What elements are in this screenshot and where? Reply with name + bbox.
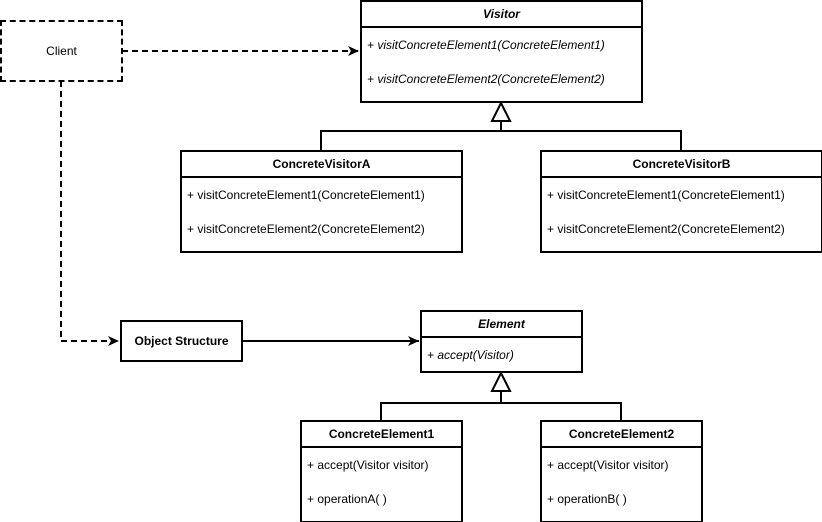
edge-concrete-element-2-to-element	[501, 402, 622, 421]
concrete-element-2-method: + accept(Visitor visitor)	[547, 458, 669, 472]
client-label: Client	[46, 44, 77, 58]
visitor-class-name: Visitor	[362, 2, 641, 28]
concrete-visitor-b-class-name: ConcreteVisitorB	[542, 152, 821, 178]
concrete-element-1-class-name: ConcreteElement1	[302, 422, 461, 448]
element-class[interactable]: Element + accept(Visitor)	[420, 310, 583, 373]
inheritance-triangle-element	[490, 370, 512, 392]
edge-concrete-visitor-b-to-visitor	[501, 130, 682, 151]
element-method: + accept(Visitor)	[427, 348, 514, 362]
concrete-element-1-method: + operationA( )	[307, 492, 387, 506]
inheritance-triangle-visitor	[490, 100, 512, 122]
visitor-method: + visitConcreteElement1(ConcreteElement1…	[367, 38, 605, 52]
object-structure-node[interactable]: Object Structure	[120, 320, 243, 362]
client-node[interactable]: Client	[0, 20, 123, 82]
concrete-element-2-class[interactable]: ConcreteElement2 + accept(Visitor visito…	[540, 420, 703, 522]
edge-concrete-visitor-a-to-visitor	[320, 121, 502, 151]
concrete-visitor-b-class[interactable]: ConcreteVisitorB + visitConcreteElement1…	[540, 150, 822, 253]
edge-client-to-object-structure	[60, 81, 119, 346]
concrete-visitor-a-class-name: ConcreteVisitorA	[182, 152, 461, 178]
concrete-element-2-method: + operationB( )	[547, 492, 627, 506]
visitor-class[interactable]: Visitor + visitConcreteElement1(Concrete…	[360, 0, 643, 103]
object-structure-label: Object Structure	[134, 334, 229, 348]
concrete-visitor-b-method: + visitConcreteElement1(ConcreteElement1…	[547, 188, 785, 202]
concrete-element-1-method: + accept(Visitor visitor)	[307, 458, 429, 472]
concrete-visitor-a-method: + visitConcreteElement2(ConcreteElement2…	[187, 222, 425, 236]
concrete-visitor-a-class[interactable]: ConcreteVisitorA + visitConcreteElement1…	[180, 150, 463, 253]
concrete-element-2-class-name: ConcreteElement2	[542, 422, 701, 448]
edge-concrete-element-1-to-element	[380, 391, 502, 421]
concrete-element-1-class[interactable]: ConcreteElement1 + accept(Visitor visito…	[300, 420, 463, 522]
concrete-visitor-a-method: + visitConcreteElement1(ConcreteElement1…	[187, 188, 425, 202]
element-class-name: Element	[422, 312, 581, 338]
concrete-visitor-b-method: + visitConcreteElement2(ConcreteElement2…	[547, 222, 785, 236]
visitor-method: + visitConcreteElement2(ConcreteElement2…	[367, 72, 605, 86]
